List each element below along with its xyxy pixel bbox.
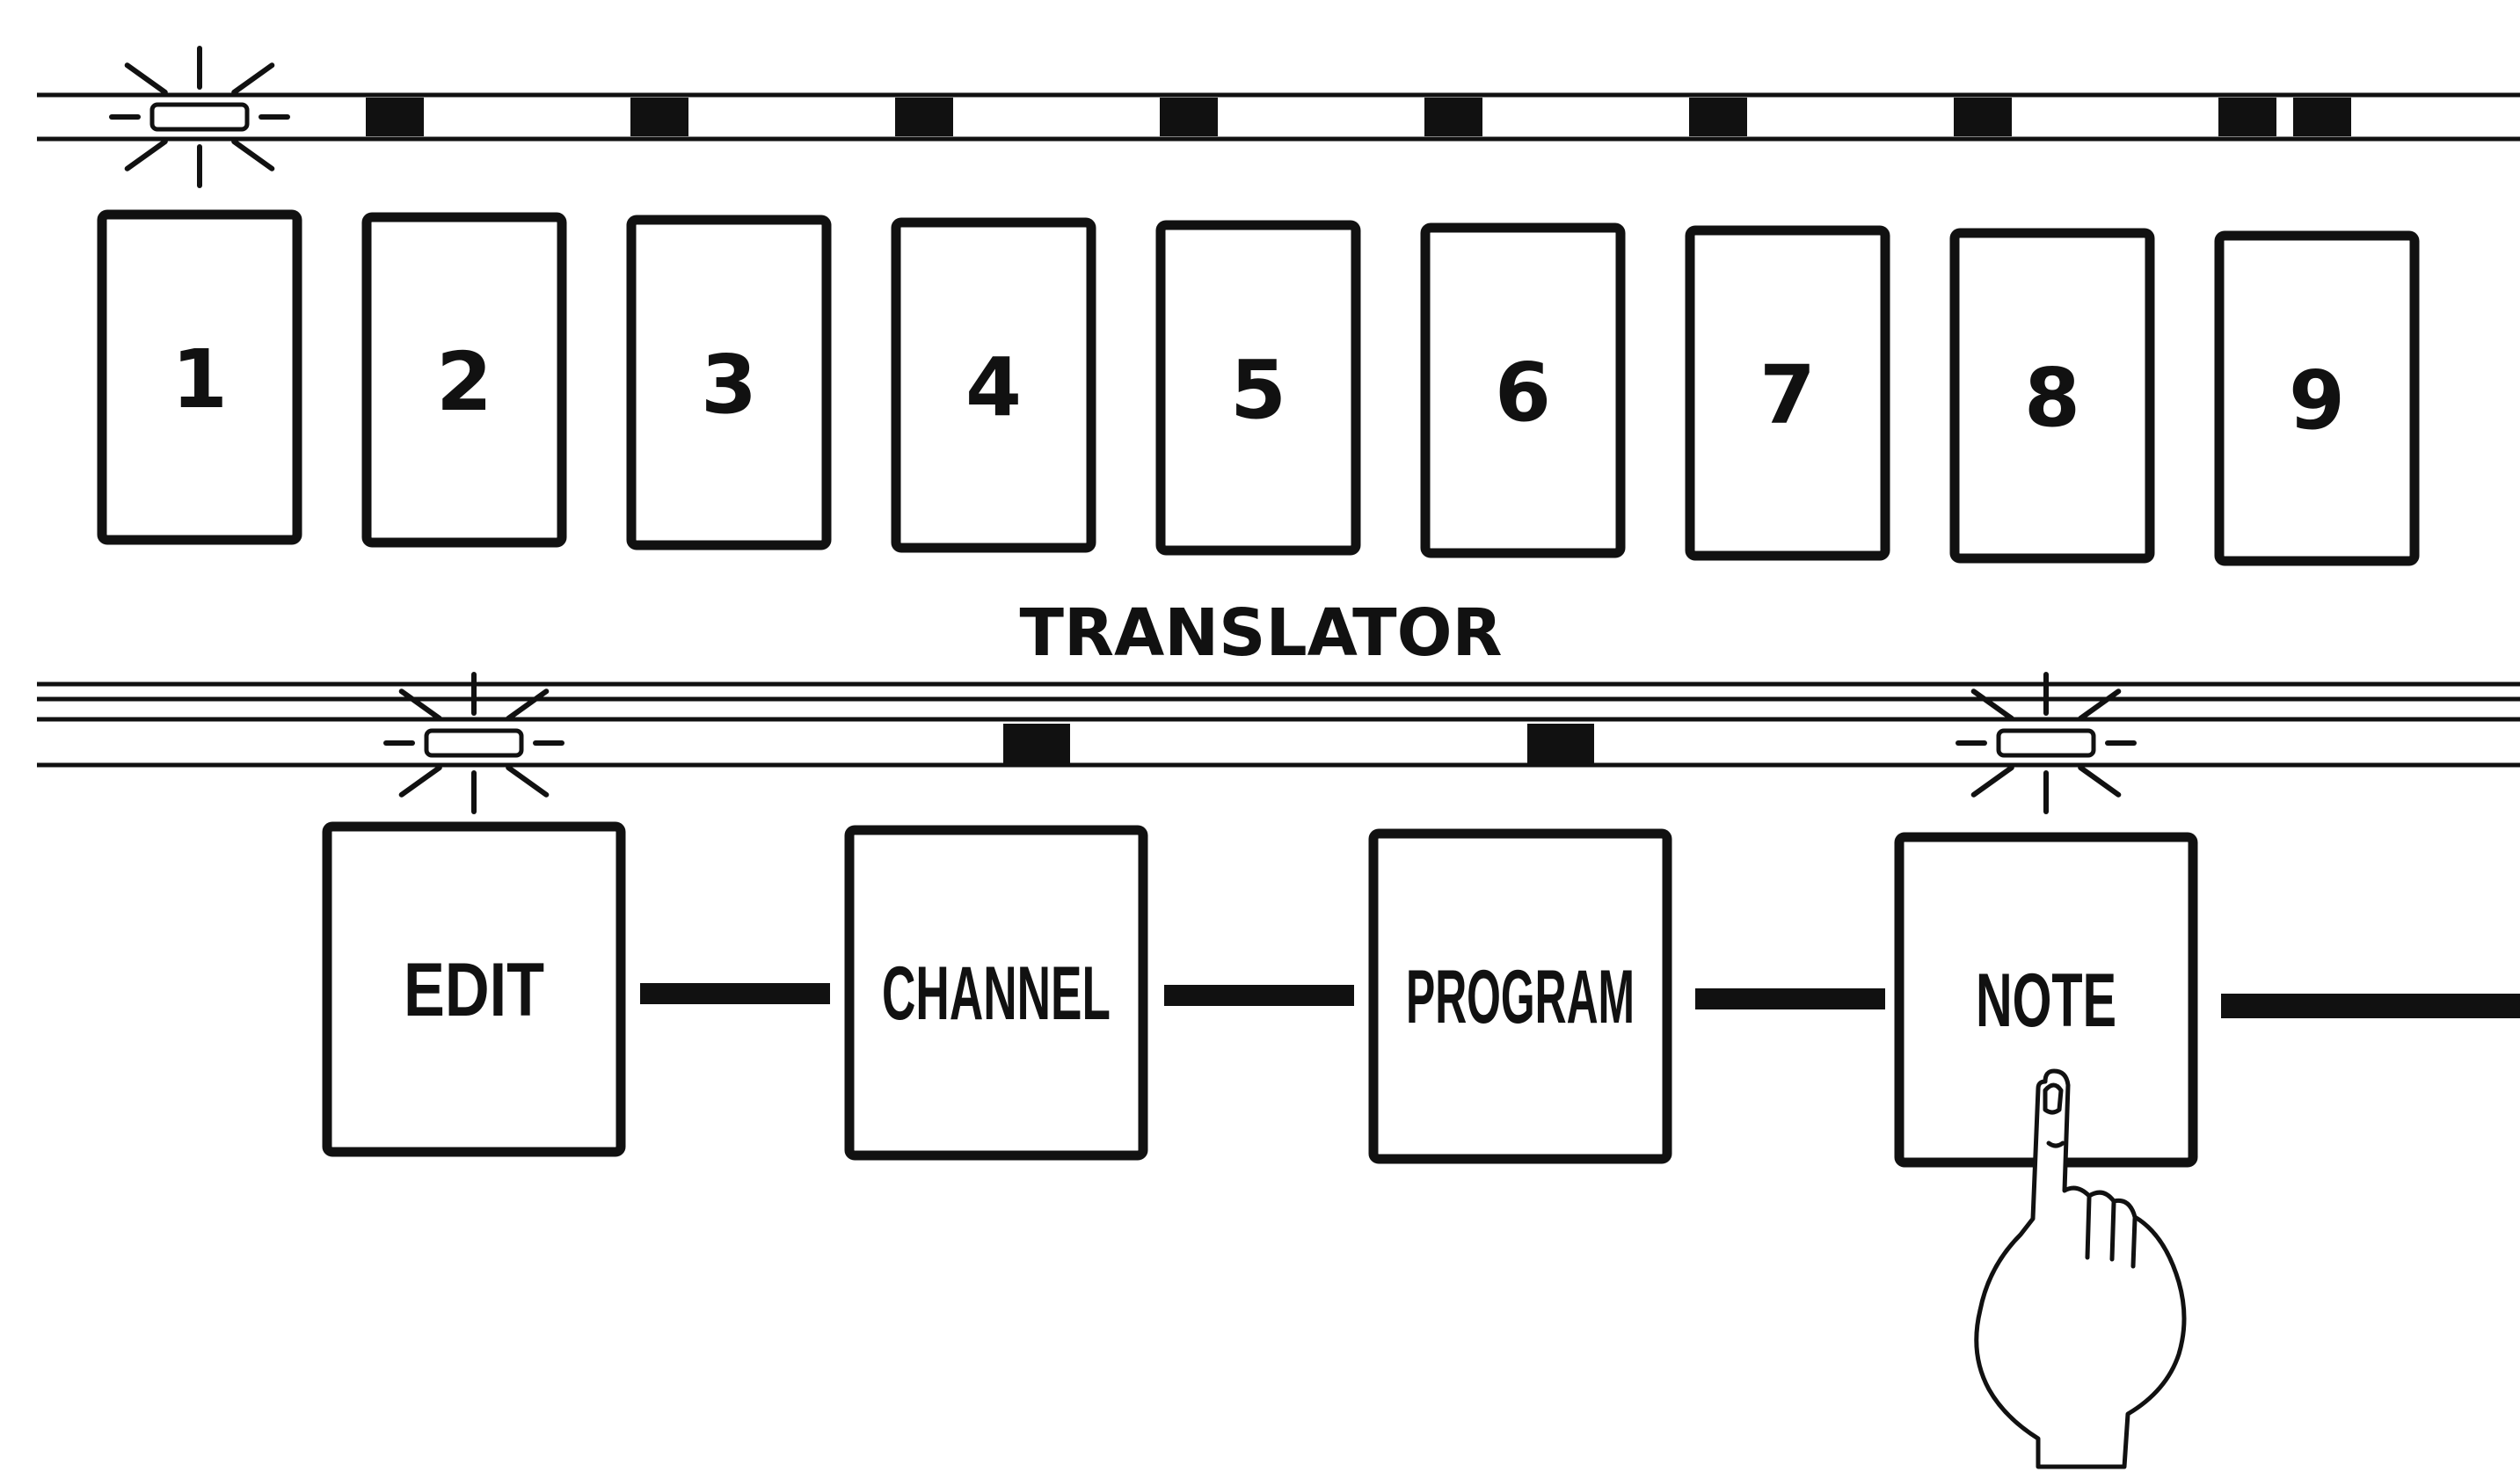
upper-led-4-off (895, 98, 953, 136)
lower-led-group (383, 672, 2137, 814)
upper-led-1-lit (109, 46, 290, 188)
lit-led-lens (149, 102, 250, 132)
lit-led-lens (1996, 728, 2096, 758)
number-button-label: 1 (171, 332, 228, 426)
led-glow-ray (398, 765, 442, 798)
number-button-row: 1 2 3 4 5 6 7 8 9 (97, 209, 2420, 566)
led-glow-ray (231, 62, 275, 95)
note-button-label: NOTE (1976, 958, 2116, 1043)
led-glow-ray (398, 689, 442, 721)
connector-bars (640, 983, 2520, 1018)
led-glow-ray (231, 139, 275, 171)
led-glow-ray (506, 765, 550, 798)
number-button-frame[interactable] (361, 212, 567, 548)
number-button-frame[interactable] (891, 217, 1096, 553)
channel-led-off (1003, 724, 1070, 764)
channel-button[interactable]: CHANNEL (844, 825, 1148, 1161)
number-button-frame[interactable] (1949, 228, 2155, 564)
upper-led-9-off (2218, 98, 2276, 136)
knuckle-line (2046, 1140, 2065, 1148)
finger-nail (2043, 1082, 2064, 1115)
number-button-label: 2 (436, 335, 492, 429)
number-button-5[interactable]: 5 (1155, 220, 1361, 556)
led-glow-ray (124, 62, 168, 95)
number-button-label: 7 (1759, 348, 1816, 442)
upper-led-8-off (1954, 98, 2012, 136)
pressing-hand-icon (1974, 1068, 2187, 1469)
led-glow-ray (1970, 689, 2014, 721)
number-button-1[interactable]: 1 (97, 209, 302, 545)
number-button-label: 9 (2289, 353, 2345, 448)
function-button-row: EDIT CHANNEL PROGRAM NOTE (322, 821, 2198, 1168)
number-button-8[interactable]: 8 (1949, 228, 2155, 564)
edit-button-label: EDIT (404, 948, 544, 1032)
number-button-label: 3 (701, 338, 757, 432)
number-button-3[interactable]: 3 (626, 215, 832, 550)
number-button-label: 6 (1495, 346, 1551, 440)
finger-crease-3 (2130, 1216, 2138, 1269)
number-button-label: 8 (2024, 351, 2080, 445)
led-glow-ray (124, 139, 168, 171)
led-glow-ray (506, 689, 550, 721)
connector-edit-channel (640, 983, 830, 1004)
led-glow-ray (2078, 689, 2122, 721)
edit-button-frame[interactable] (322, 821, 626, 1157)
led-glow-icon (1970, 672, 2122, 814)
upper-led-3-off (630, 98, 688, 136)
section-title: TRANSLATOR (1019, 595, 1502, 671)
finger-crease-1 (2085, 1195, 2092, 1260)
upper-strip-end-block (2293, 98, 2351, 136)
upper-led-5-off (1160, 98, 1218, 136)
number-button-2[interactable]: 2 (361, 212, 567, 548)
upper-led-6-off (1424, 98, 1482, 136)
upper-led-2-off (366, 98, 424, 136)
number-button-7[interactable]: 7 (1685, 225, 1890, 561)
number-button-label: 5 (1230, 343, 1286, 437)
number-button-4[interactable]: 4 (891, 217, 1096, 553)
channel-button-label: CHANNEL (882, 951, 1111, 1036)
number-button-frame[interactable] (2214, 230, 2420, 566)
upper-led-7-off (1689, 98, 1747, 136)
number-button-frame[interactable] (626, 215, 832, 550)
number-button-frame[interactable] (97, 209, 302, 545)
led-glow-ray (1970, 765, 2014, 798)
number-button-9[interactable]: 9 (2214, 230, 2420, 566)
program-button-frame[interactable] (1368, 828, 1672, 1164)
number-button-6[interactable]: 6 (1420, 222, 1626, 558)
led-glow-icon (124, 46, 275, 188)
program-button-label: PROGRAM (1406, 955, 1635, 1039)
edit-led-lit (383, 672, 564, 814)
hand-outline (1974, 1068, 2187, 1469)
connector-channel-program (1164, 985, 1354, 1006)
led-glow-icon (398, 672, 550, 814)
number-button-label: 4 (965, 340, 1022, 434)
edit-button[interactable]: EDIT (322, 821, 626, 1157)
number-button-frame[interactable] (1685, 225, 1890, 561)
program-led-off (1527, 724, 1594, 764)
connector-note-tail (2221, 994, 2520, 1018)
lower-led-strip (37, 672, 2520, 814)
lit-led-lens (424, 728, 524, 758)
finger-crease-2 (2109, 1200, 2116, 1262)
number-button-frame[interactable] (1420, 222, 1626, 558)
note-led-lit (1956, 672, 2137, 814)
led-glow-ray (2078, 765, 2122, 798)
upper-led-group (109, 46, 2351, 188)
channel-button-frame[interactable] (844, 825, 1148, 1161)
number-button-frame[interactable] (1155, 220, 1361, 556)
upper-led-strip (37, 46, 2520, 188)
connector-program-note (1695, 988, 1885, 1009)
program-button[interactable]: PROGRAM (1368, 828, 1672, 1164)
